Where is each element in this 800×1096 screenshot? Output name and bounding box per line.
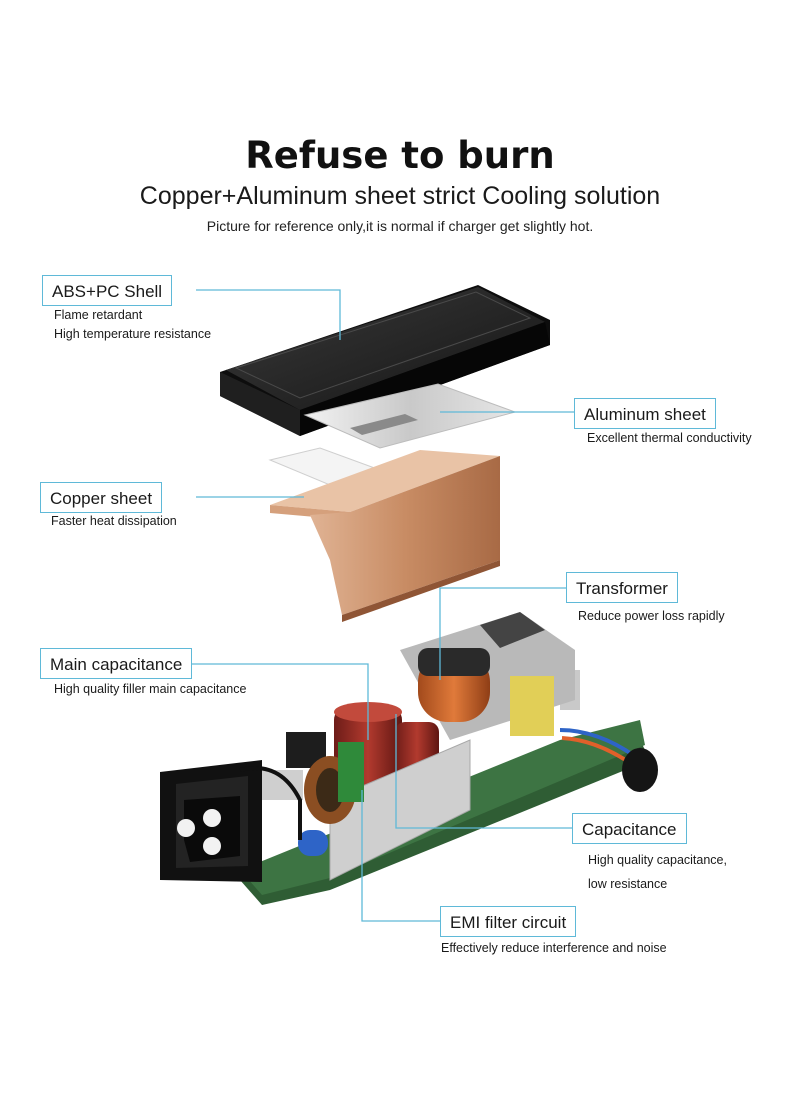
transformer-label: Transformer xyxy=(566,572,678,603)
copper-sheet-part xyxy=(270,450,500,622)
transformer-desc: Reduce power loss rapidly xyxy=(578,607,725,626)
emi-label: EMI filter circuit xyxy=(440,906,577,937)
circuit-board-part xyxy=(160,612,658,905)
copper-desc: Faster heat dissipation xyxy=(51,512,177,531)
page-title: Refuse to burn xyxy=(245,134,555,177)
page-subtitle: Copper+Aluminum sheet strict Cooling sol… xyxy=(139,182,661,210)
capacitance-label-text: Capacitance xyxy=(582,820,677,839)
emi-desc-line-1: Effectively reduce interference and nois… xyxy=(441,941,667,955)
aluminum-desc: Excellent thermal conductivity xyxy=(587,429,752,448)
capacitance-leader-line xyxy=(395,714,572,829)
aluminum-label-text: Aluminum sheet xyxy=(584,405,706,424)
shell-label: ABS+PC Shell xyxy=(42,275,173,306)
main-cap-label-text: Main capacitance xyxy=(50,655,183,674)
main-cap-desc: High quality filler main capacitance xyxy=(54,680,246,699)
shell-label-text: ABS+PC Shell xyxy=(52,282,163,301)
shell-leader-line xyxy=(196,289,341,340)
aluminum-label: Aluminum sheet xyxy=(574,398,716,429)
copper-label: Copper sheet xyxy=(40,482,163,513)
shell-desc-line-1: Flame retardant xyxy=(54,308,143,322)
reference-note: Picture for reference only,it is normal … xyxy=(206,218,594,234)
capacitance-desc-line-1: High quality capacitance, xyxy=(588,853,727,867)
copper-label-text: Copper sheet xyxy=(50,489,153,508)
aluminum-desc-line-1: Excellent thermal conductivity xyxy=(587,431,752,445)
shell-desc: Flame retardant High temperature resista… xyxy=(54,306,211,344)
transformer-desc-line-1: Reduce power loss rapidly xyxy=(578,609,725,623)
main-cap-desc-line-1: High quality filler main capacitance xyxy=(54,682,247,696)
copper-desc-line-1: Faster heat dissipation xyxy=(51,514,177,528)
capacitance-desc: High quality capacitance, low resistance xyxy=(588,848,727,896)
transformer-label-text: Transformer xyxy=(576,579,668,598)
main-cap-label: Main capacitance xyxy=(40,648,193,679)
emi-leader-line xyxy=(361,790,440,922)
capacitance-label: Capacitance xyxy=(572,813,687,844)
capacitance-desc-line-2: low resistance xyxy=(588,877,668,891)
shell-part xyxy=(220,285,550,436)
transformer-leader-line xyxy=(439,587,566,680)
main-cap-leader-line xyxy=(192,663,369,740)
emi-label-text: EMI filter circuit xyxy=(450,913,567,932)
shell-desc-line-2: High temperature resistance xyxy=(54,327,212,341)
emi-desc: Effectively reduce interference and nois… xyxy=(441,939,667,958)
